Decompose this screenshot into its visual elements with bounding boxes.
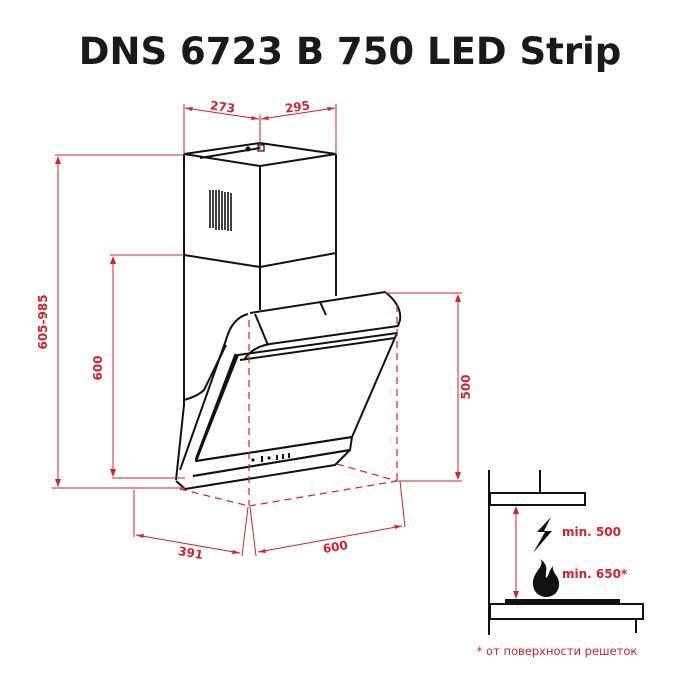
gas-min-label: min. 650* [562, 567, 628, 581]
chimney [183, 141, 337, 400]
lightning-icon [533, 517, 552, 553]
dim-total-height: 605-985 [36, 294, 50, 349]
hood-body [175, 291, 402, 490]
vent-slots [209, 190, 232, 231]
dim-base-width: 600 [322, 538, 349, 556]
page-title: DNS 6723 B 750 LED Strip [78, 30, 622, 73]
projection-lines [179, 305, 398, 507]
footnote: * от поверхности решеток [477, 644, 638, 658]
dim-chimney-depth: 273 [209, 98, 236, 115]
dim-chimney-width: 295 [284, 98, 311, 115]
dimension-lines [52, 104, 462, 557]
installation-inset: min. 500 min. 650* * от поверхности реше… [477, 470, 644, 658]
electric-min-label: min. 500 [562, 525, 621, 539]
flame-icon [532, 559, 560, 597]
dim-hood-height-left: 600 [91, 355, 105, 380]
dim-hood-height-right: 500 [459, 374, 473, 399]
dim-base-depth: 391 [177, 544, 204, 562]
control-buttons [251, 453, 290, 462]
